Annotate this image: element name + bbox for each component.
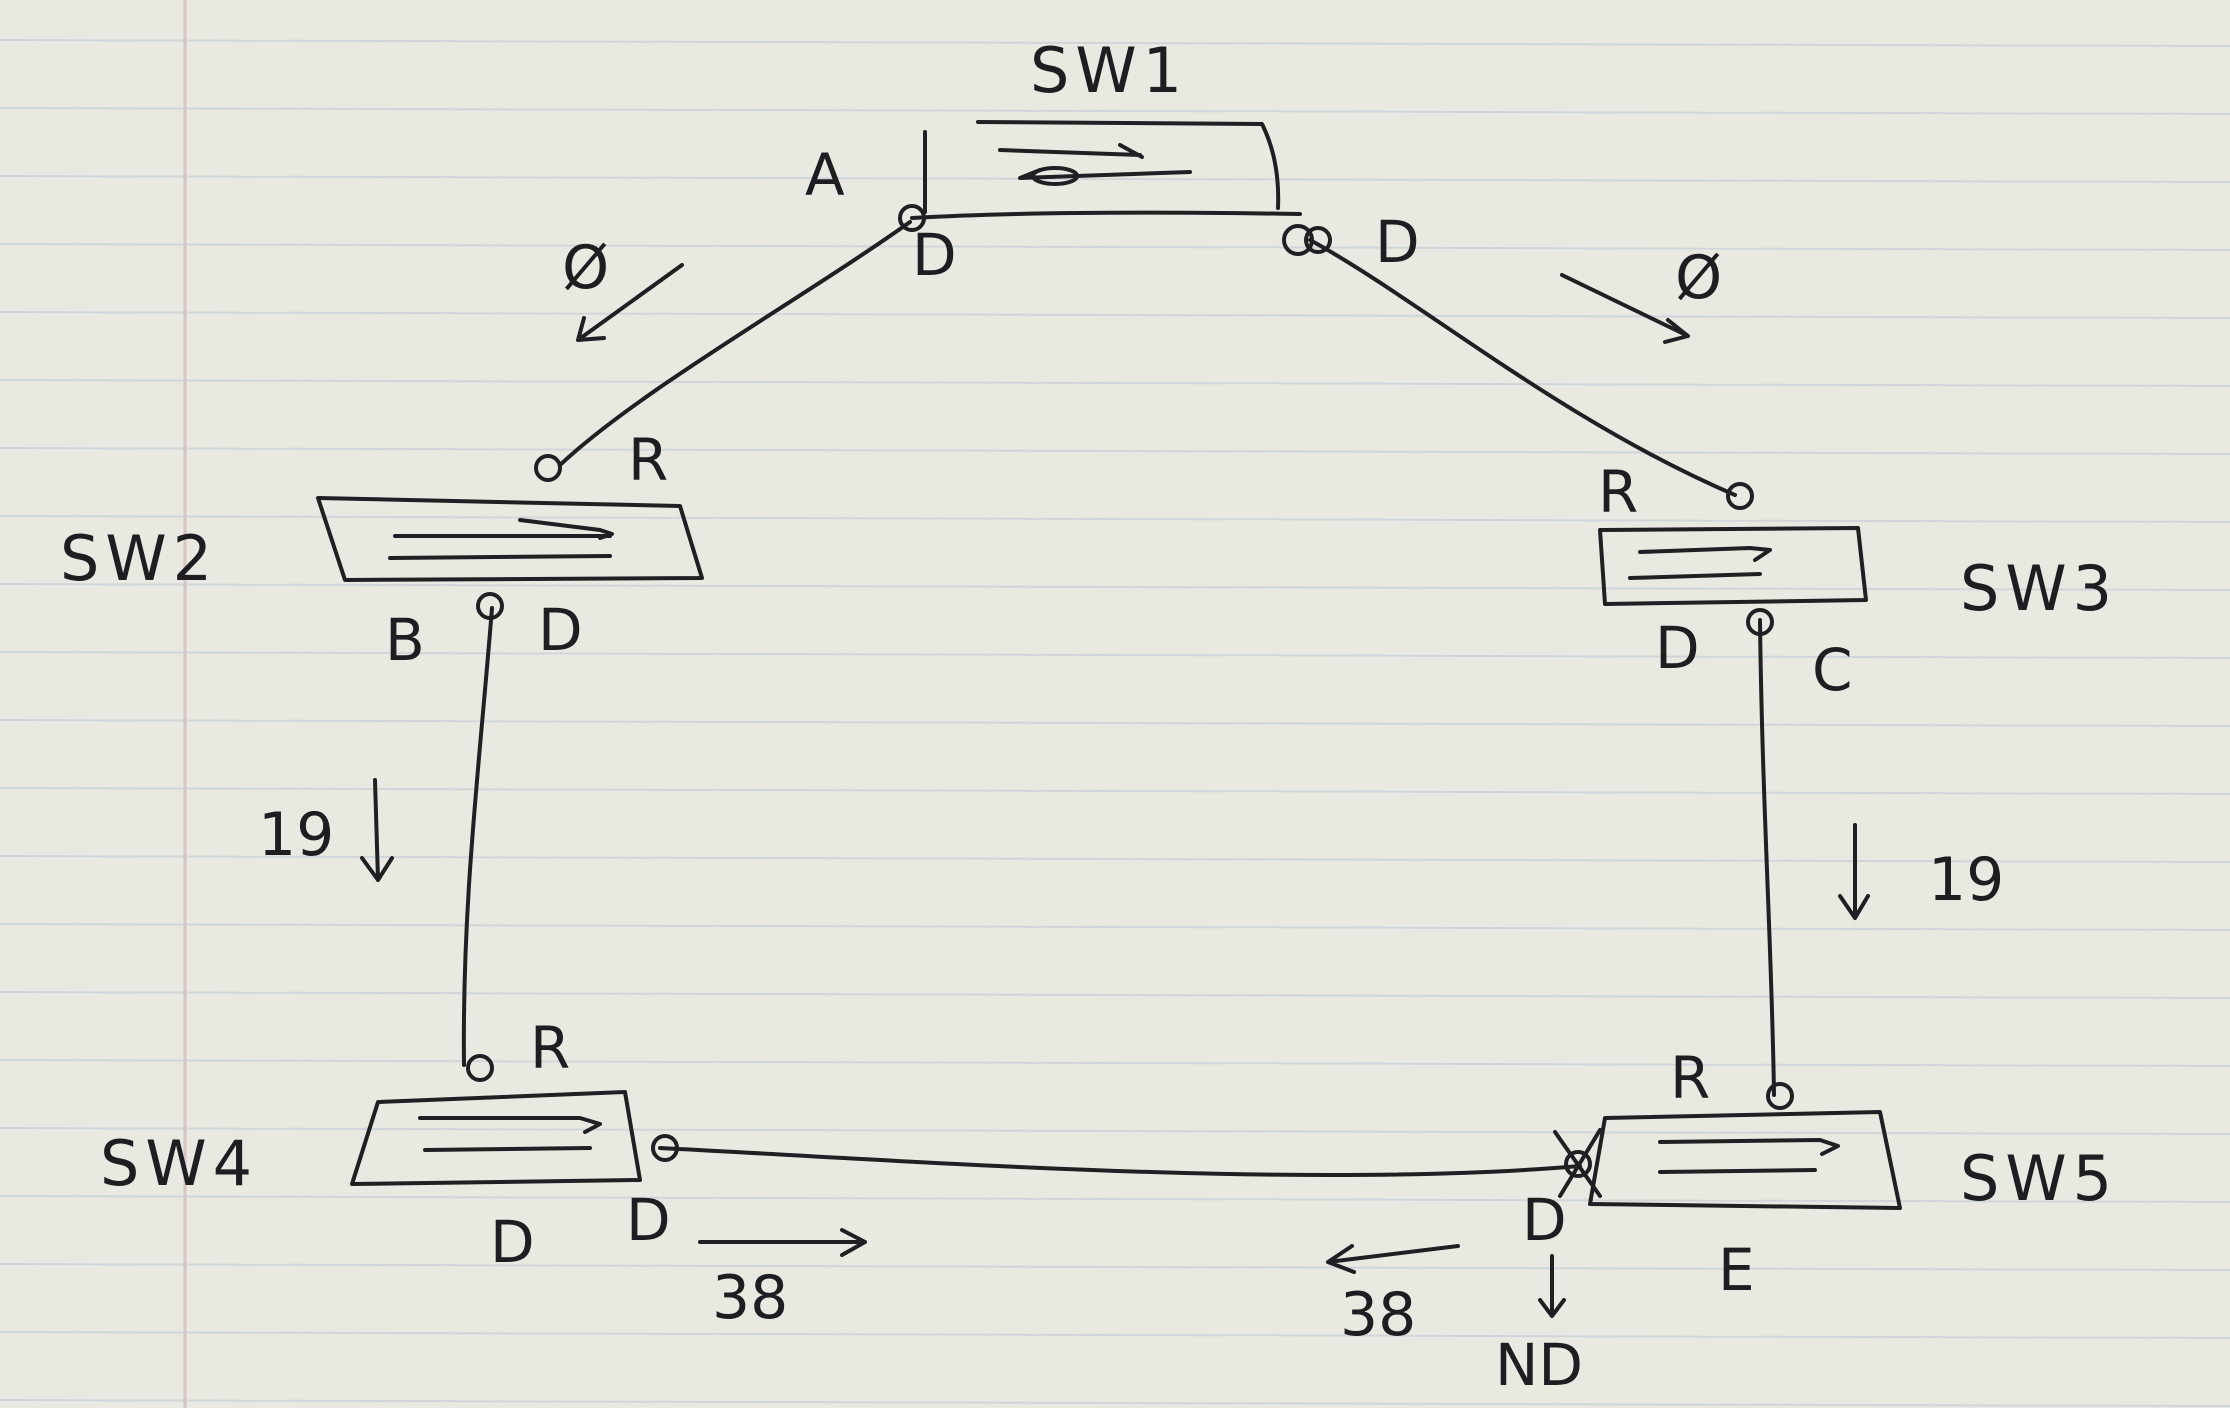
nd-arrow-icon bbox=[1538, 1254, 1566, 1318]
sw3-bottom-port-role: D bbox=[1655, 614, 1700, 682]
sw5-name: SW5 bbox=[1960, 1142, 2118, 1215]
sw3-arrow-right-icon bbox=[1638, 546, 1772, 562]
sw4-top-port bbox=[466, 1054, 494, 1082]
sw1-top-link bbox=[910, 210, 1302, 220]
sw2-bottom-port-role: D bbox=[538, 596, 583, 664]
sw5-left-port-role: D bbox=[1522, 1186, 1567, 1254]
sw3-box bbox=[1598, 526, 1868, 606]
sw5-top-port bbox=[1766, 1082, 1794, 1110]
ruled-line bbox=[0, 719, 2230, 727]
cost-sw1-sw3: Ø bbox=[1675, 243, 1722, 313]
sw3-top-port-role: R bbox=[1598, 458, 1638, 526]
sw3-top-port bbox=[1726, 482, 1754, 510]
sw1-name: SW1 bbox=[1030, 34, 1188, 107]
cost-arrow-sw2-sw4-icon bbox=[360, 778, 394, 882]
sw1-box bbox=[976, 120, 1281, 210]
switch-sw5 bbox=[1553, 1110, 1902, 1210]
cost-arrow-sw1-sw2-icon bbox=[576, 263, 684, 342]
ruled-line bbox=[0, 923, 2230, 931]
sw5-arrow-left-icon bbox=[1658, 1168, 1817, 1174]
link-sw3-sw5 bbox=[1758, 618, 1776, 1097]
cost-arrow-sw1-sw3-icon bbox=[1560, 273, 1690, 344]
sw1-right-port bbox=[1282, 224, 1314, 256]
sw2-top-port bbox=[534, 454, 562, 482]
sw1-left-port bbox=[898, 204, 926, 232]
sw3-arrow-left-icon bbox=[1628, 572, 1762, 580]
sw4-arrow-right-icon bbox=[418, 1116, 602, 1134]
ruled-line bbox=[0, 447, 2230, 455]
sw1-right-port-role: D bbox=[1375, 208, 1420, 276]
sw5-box bbox=[1588, 1110, 1902, 1210]
blocked-port-x-icon bbox=[1553, 1128, 1602, 1198]
sw5-bridge-id: E bbox=[1718, 1236, 1755, 1304]
sw3-name: SW3 bbox=[1960, 552, 2118, 625]
sw1-right-port-2 bbox=[1304, 226, 1332, 254]
cost-arrow-sw3-sw5-icon bbox=[1838, 823, 1870, 920]
sw4-box bbox=[350, 1090, 642, 1186]
switch-sw4 bbox=[350, 1090, 642, 1186]
ruled-line bbox=[0, 1331, 2230, 1339]
ruled-line bbox=[0, 855, 2230, 863]
sw5-top-port-role: R bbox=[1670, 1044, 1710, 1112]
sw5-arrow-right-icon bbox=[1658, 1138, 1840, 1156]
sw1-bridge-id: A bbox=[805, 141, 845, 209]
link-sw2-sw4 bbox=[461, 606, 494, 1067]
sw2-bridge-id: B bbox=[385, 606, 425, 674]
sw2-arrow-left-icon bbox=[388, 534, 612, 560]
sw4-arrow-left-icon bbox=[423, 1146, 592, 1152]
sw1-arrow-right-icon bbox=[998, 143, 1144, 159]
sw2-name: SW2 bbox=[60, 522, 218, 595]
switch-sw2 bbox=[316, 496, 704, 582]
sw3-bridge-id: C bbox=[1812, 636, 1853, 704]
link-sw4-sw5 bbox=[658, 1146, 1582, 1178]
sw5-blocked-port-role: ND bbox=[1495, 1331, 1583, 1399]
ruled-lines bbox=[0, 39, 2230, 1407]
cost-sw1-sw2: Ø bbox=[562, 233, 609, 303]
ruled-line bbox=[0, 39, 2230, 47]
ruled-line bbox=[0, 1399, 2230, 1407]
sw4-top-port-role: R bbox=[530, 1014, 570, 1082]
cost-sw5-sw4: 38 bbox=[1340, 1280, 1416, 1350]
sw3-bottom-port bbox=[1746, 608, 1774, 636]
ruled-line bbox=[0, 787, 2230, 795]
link-sw1-sw3 bbox=[1308, 238, 1737, 497]
sw4-name: SW4 bbox=[100, 1127, 258, 1200]
ruled-line bbox=[0, 243, 2230, 251]
sw2-bottom-port bbox=[476, 592, 504, 620]
ruled-line bbox=[0, 1059, 2230, 1067]
link-sw1-sw2 bbox=[558, 220, 912, 467]
sw2-top-port-role: R bbox=[628, 426, 668, 494]
switch-sw1 bbox=[923, 120, 1281, 214]
ruled-line bbox=[0, 1263, 2230, 1271]
switch-sw3 bbox=[1598, 526, 1868, 606]
ruled-line bbox=[0, 583, 2230, 591]
ruled-line bbox=[0, 991, 2230, 999]
ruled-line bbox=[0, 1195, 2230, 1203]
cost-sw2-sw4: 19 bbox=[258, 800, 334, 870]
ruled-line bbox=[0, 1127, 2230, 1135]
sw4-right-port-role: D bbox=[626, 1186, 671, 1254]
cost-arrow-sw4-sw5-icon bbox=[698, 1228, 867, 1257]
cost-sw4-sw5: 38 bbox=[712, 1263, 788, 1333]
ruled-line bbox=[0, 379, 2230, 387]
cost-arrow-sw5-sw4-icon bbox=[1326, 1244, 1460, 1274]
ruled-line bbox=[0, 311, 2230, 319]
cost-sw3-sw5: 19 bbox=[1928, 845, 2004, 915]
sw4-right-port bbox=[651, 1134, 679, 1162]
ruled-line bbox=[0, 107, 2230, 115]
sw1-left-port-role: D bbox=[912, 221, 957, 289]
sw5-left-port bbox=[1564, 1150, 1592, 1178]
ruled-line bbox=[0, 175, 2230, 183]
sw4-bridge-id: D bbox=[490, 1208, 535, 1276]
ruled-line bbox=[0, 515, 2230, 523]
sw1-port-symbol bbox=[1031, 166, 1079, 186]
sw2-box bbox=[316, 496, 704, 582]
ruled-line bbox=[0, 651, 2230, 659]
